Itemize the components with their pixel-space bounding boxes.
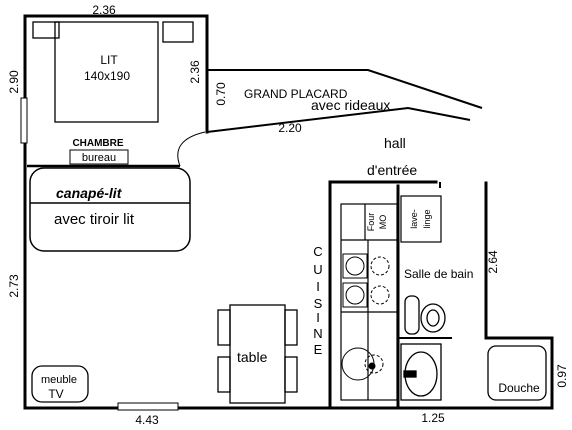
washer-line1: lave- (409, 209, 419, 229)
dim-bottom-width: 4.43 (135, 413, 159, 427)
dim-shower-width: 0.97 (555, 364, 569, 388)
kitchen-letter-1: U (313, 262, 322, 277)
kitchen-letter-4: I (316, 310, 320, 325)
hall-line2: d'entrée (367, 162, 417, 178)
sofa-title: canapé-lit (56, 185, 123, 201)
bathroom-label: Salle de bain (404, 267, 473, 281)
table-label: table (237, 349, 268, 365)
bedroom-label: CHAMBRE (72, 138, 123, 149)
bottom-window (117, 402, 179, 411)
kitchen-sink (341, 347, 384, 381)
tv-line1: meuble (41, 374, 77, 386)
left-windows (20, 97, 28, 144)
tv-line2: TV (48, 387, 63, 401)
sofa (29, 167, 191, 252)
shower-label: Douche (498, 381, 540, 395)
washer-line2: linge (422, 209, 432, 228)
bed-label: LIT (100, 53, 118, 67)
kitchen-letter-5: N (313, 326, 322, 341)
walls (23, 14, 554, 410)
bathroom-sink (400, 343, 442, 401)
shower-tray (487, 345, 547, 401)
closet (206, 69, 483, 133)
labels: 2.36 2.90 2.36 0.70 2.20 2.73 4.43 1.25 … (7, 3, 569, 427)
desk-label: bureau (82, 152, 116, 164)
toilet (404, 295, 446, 335)
dim-bedroom-wall: 2.36 (188, 60, 202, 84)
dining-table (217, 304, 298, 404)
closet-title: GRAND PLACARD (244, 87, 348, 101)
dim-closet-length: 2.20 (278, 121, 302, 135)
sofa-subtitle: avec tiroir lit (54, 211, 135, 228)
oven-line2: MO (378, 215, 388, 230)
kitchen-hobs (342, 253, 390, 308)
bedroom-bed (32, 21, 194, 123)
bed-size: 140x190 (84, 69, 130, 83)
oven-line1: Four (366, 213, 376, 232)
dim-top-bedroom: 2.36 (92, 3, 116, 17)
tv-unit (31, 365, 89, 403)
desk (69, 149, 129, 165)
kitchen-counter (340, 203, 398, 401)
dim-bath-bottom: 1.25 (421, 411, 445, 425)
dim-closet-depth: 0.70 (214, 82, 228, 106)
dim-bedroom-height: 2.90 (7, 70, 21, 94)
bedroom-door-arc (177, 131, 206, 167)
washing-machine (400, 195, 442, 243)
closet-subtitle: avec rideaux (311, 97, 390, 113)
kitchen-letter-6: E (314, 342, 323, 357)
kitchen-letter-3: S (314, 296, 323, 311)
kitchen-letter-2: I (316, 279, 320, 294)
kitchen-letter-0: C (313, 244, 322, 259)
hall-line1: hall (384, 135, 406, 151)
dim-living-height: 2.73 (7, 274, 21, 298)
dim-bath-height: 2.64 (486, 250, 500, 274)
